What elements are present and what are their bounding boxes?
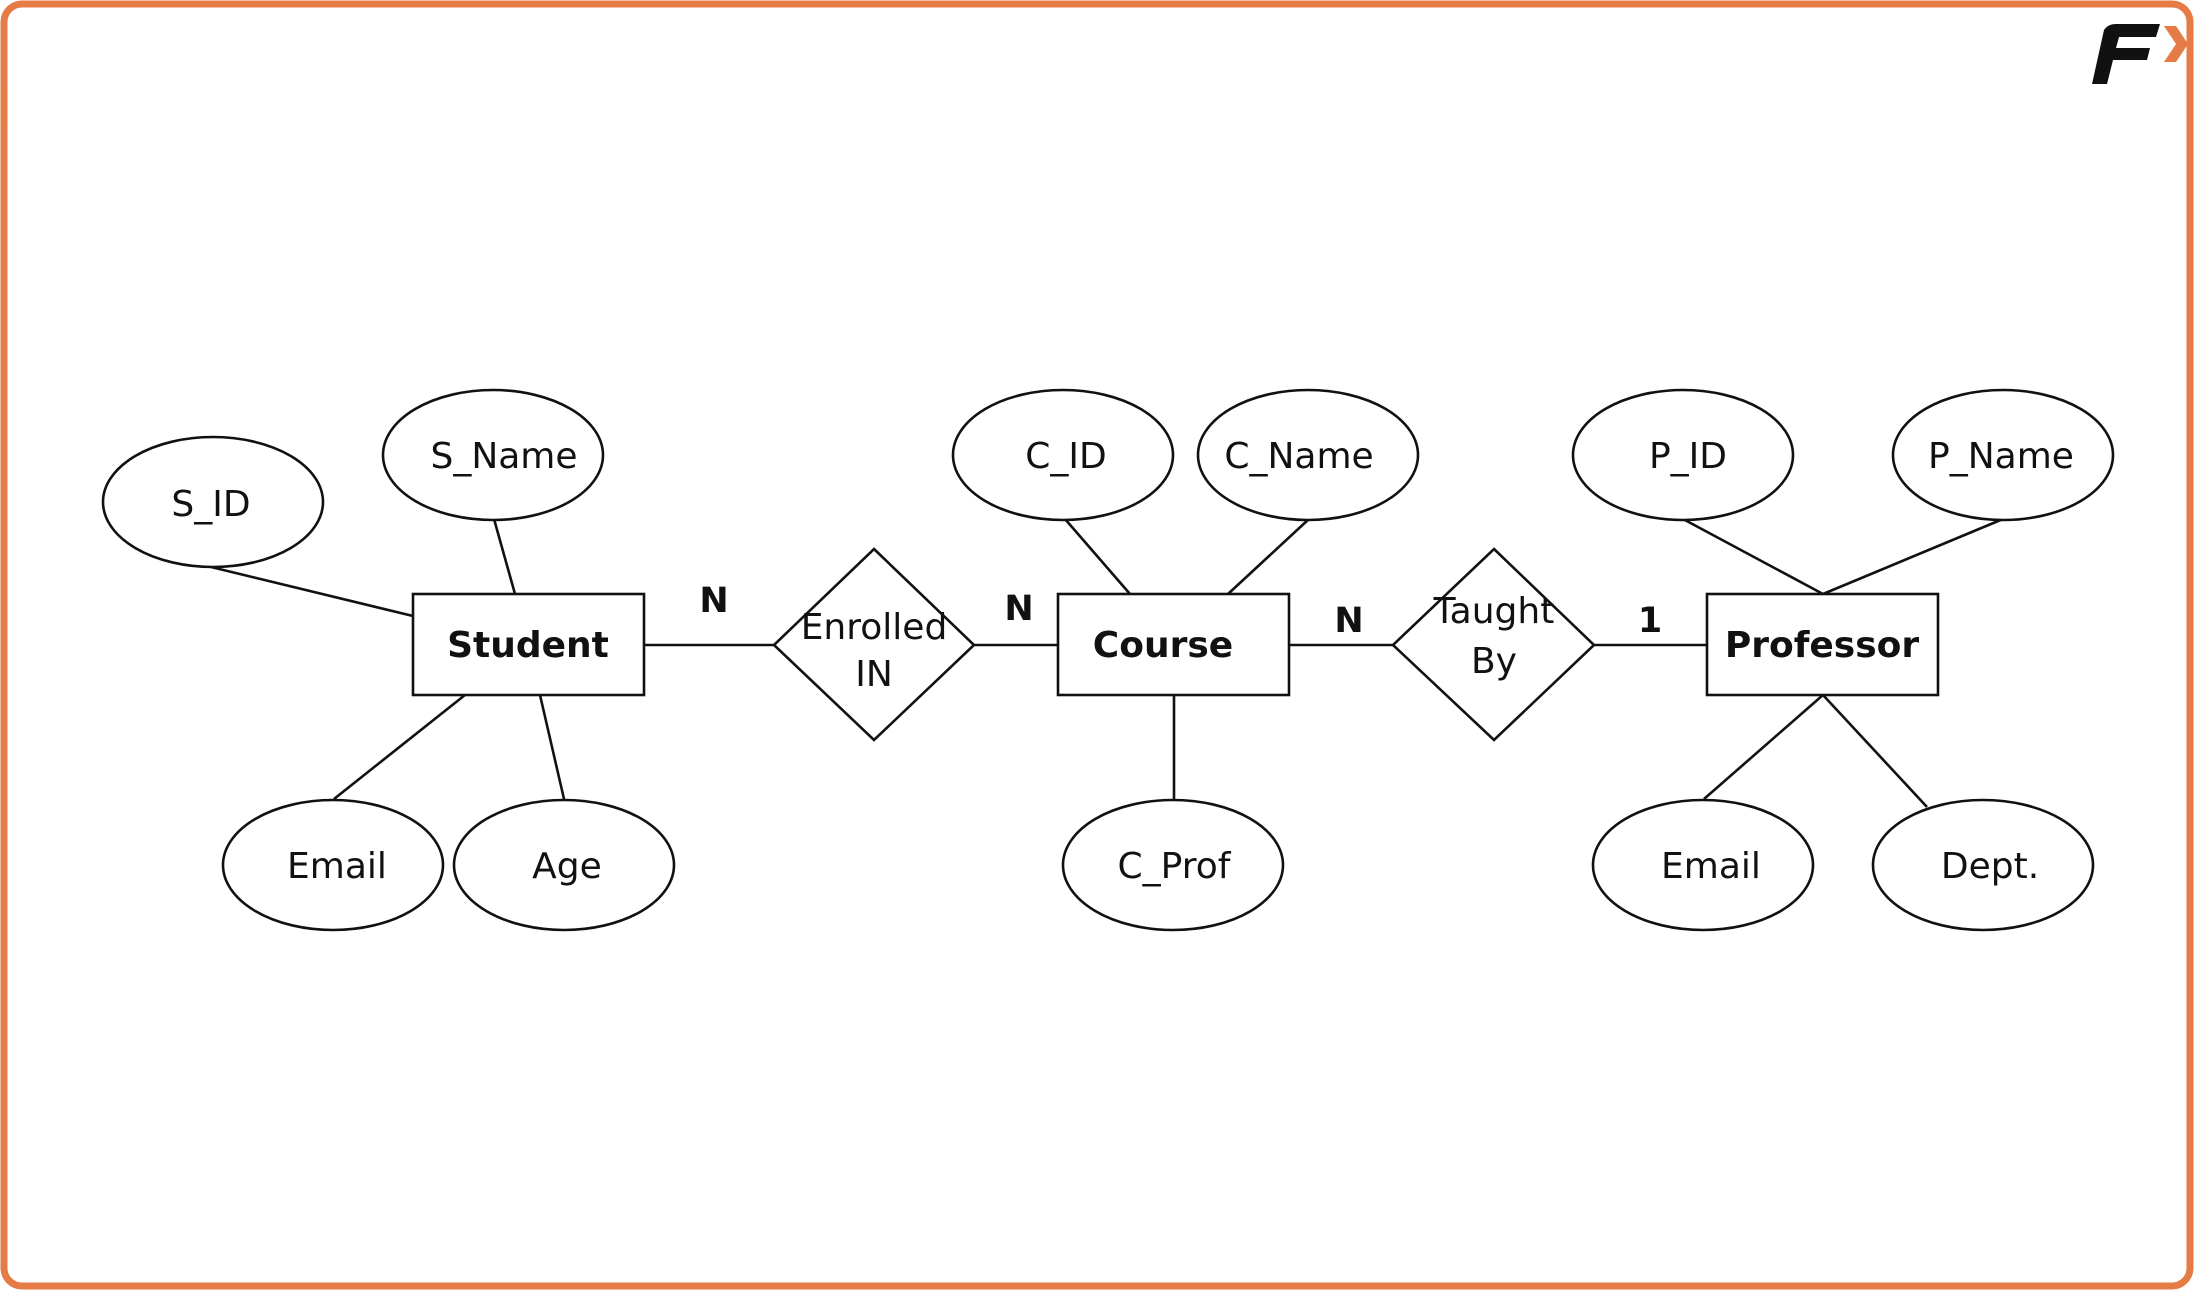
logo-arrow-shape (2164, 26, 2188, 62)
attribute-ellipse (101, 435, 325, 569)
attribute-dept: Dept. (1871, 798, 2095, 932)
entity-professor: Professor (1705, 592, 1940, 697)
attribute-s-id: S_ID (101, 435, 325, 569)
attribute-p-name: P_Name (1891, 388, 2115, 522)
edge-student-sid (210, 565, 414, 618)
edge-professor-dept (1822, 694, 1928, 808)
attribute-ellipse (1591, 798, 1815, 932)
edge-professor-pid (1682, 517, 1824, 596)
cardinality-course-taught: N (1334, 601, 1363, 641)
attribute-c-id: C_ID (951, 388, 1175, 522)
attribute-c-prof: C_Prof (1061, 798, 1285, 932)
edge-student-email (333, 693, 466, 801)
relationship-label-line2: By (1471, 641, 1517, 682)
attribute-label: P_Name (1928, 436, 2074, 477)
relationship-diamond (772, 547, 976, 742)
relationship-label-line1: Taught (1433, 591, 1555, 632)
attribute-label: C_Name (1224, 436, 1373, 477)
attribute-professor-email: Email (1591, 798, 1815, 932)
attribute-age: Age (452, 798, 676, 932)
attribute-ellipse (221, 798, 445, 932)
relationship-diamond (1391, 547, 1596, 742)
entity-label: Course (1093, 625, 1233, 666)
edge-course-cid (1064, 518, 1131, 595)
edge-course-cname (1227, 518, 1310, 595)
attribute-label: Age (532, 846, 602, 887)
connectors (210, 517, 2004, 808)
relationship-label-line1: Enrolled (801, 607, 948, 648)
attribute-ellipse (1871, 798, 2095, 932)
attribute-ellipse (951, 388, 1175, 522)
relationship-label-line2: IN (855, 654, 893, 695)
entity-student: Student (411, 592, 646, 697)
attribute-ellipse (1196, 388, 1420, 522)
attribute-label: Email (287, 846, 387, 887)
edge-student-sname (492, 518, 517, 595)
attribute-ellipse (381, 388, 605, 522)
logo-f-shape (2092, 24, 2160, 84)
entity-label: Student (447, 625, 609, 666)
attribute-label: C_Prof (1118, 846, 1232, 887)
attribute-c-name: C_Name (1196, 388, 1420, 522)
edge-student-age (538, 694, 566, 800)
brand-logo-icon (2092, 24, 2188, 84)
attribute-ellipse (1061, 798, 1285, 932)
attribute-ellipse (452, 798, 676, 932)
attribute-ellipse (1571, 388, 1795, 522)
attribute-label: S_ID (171, 484, 250, 525)
cardinality-enrolled-course: N (1004, 589, 1033, 629)
relationship-taught-by: Taught By (1391, 547, 1596, 742)
attribute-label: Email (1661, 846, 1761, 887)
entity-box (1056, 592, 1291, 697)
attribute-label: Dept. (1941, 846, 2039, 887)
entity-box (411, 592, 646, 697)
attribute-label: S_Name (430, 436, 577, 477)
cardinality-taught-professor: 1 (1638, 601, 1662, 641)
cardinality-student-enrolled: N (699, 581, 728, 621)
entity-box (1705, 592, 1940, 697)
attribute-p-id: P_ID (1571, 388, 1795, 522)
attribute-student-email: Email (221, 798, 445, 932)
entity-course: Course (1056, 592, 1291, 697)
attribute-label: C_ID (1025, 436, 1106, 477)
attribute-ellipse (1891, 388, 2115, 522)
attribute-label: P_ID (1649, 436, 1727, 477)
relationship-enrolled-in: Enrolled IN (772, 547, 976, 742)
edge-professor-pname (1822, 517, 2004, 596)
edge-professor-email (1703, 694, 1824, 800)
attribute-s-name: S_Name (381, 388, 605, 522)
entity-label: Professor (1725, 625, 1920, 666)
